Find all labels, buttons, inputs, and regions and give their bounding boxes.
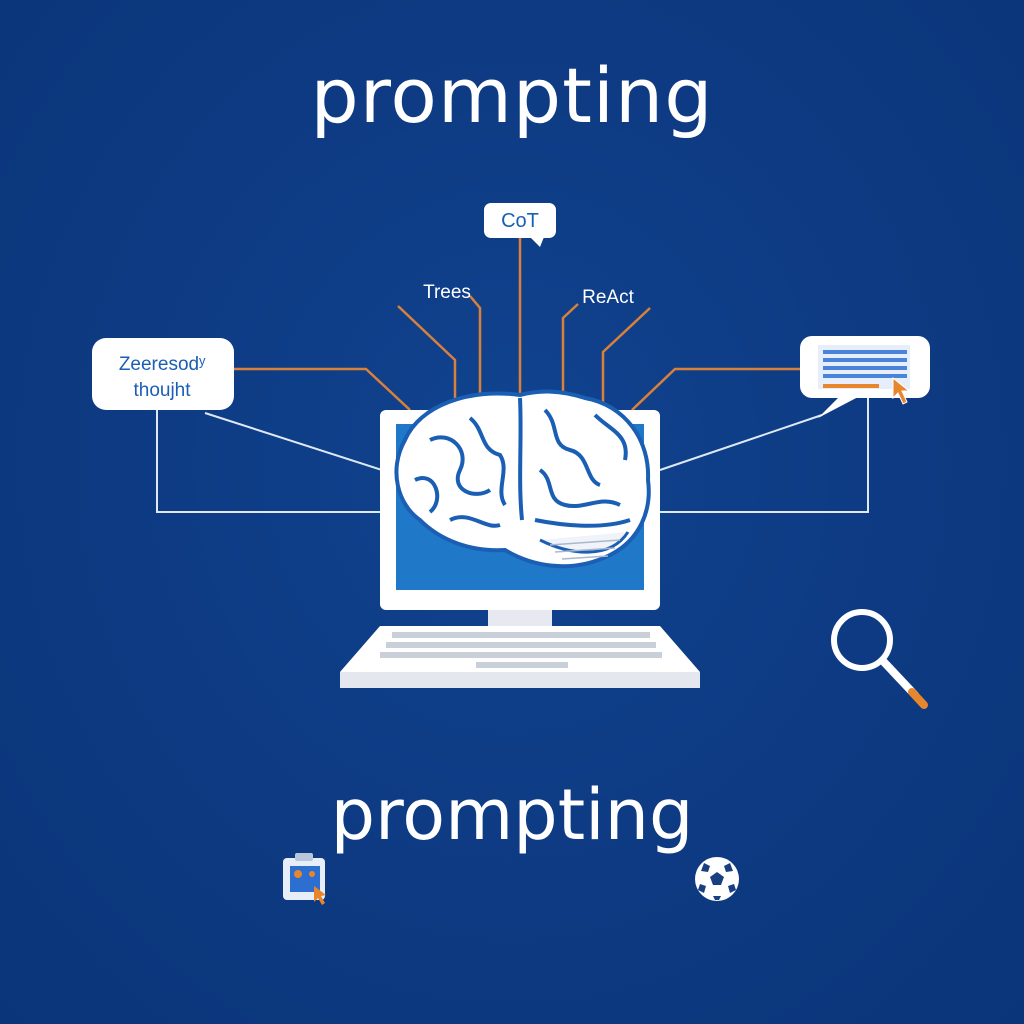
clipboard-icon <box>283 853 326 905</box>
react-label: ReAct <box>582 287 634 308</box>
right-document-bubble <box>800 336 930 418</box>
connector-left-bubble <box>233 369 410 410</box>
connector-trees-outer <box>398 306 455 398</box>
left-bubble-line2: thoujht <box>133 380 191 401</box>
soccer-ball-icon <box>695 857 739 901</box>
trees-label: Trees <box>423 282 471 303</box>
connector-trees <box>470 296 480 398</box>
monitor-stand <box>488 610 552 628</box>
connector-react-outer <box>603 308 650 406</box>
left-thought-bubble: Zeeresodʸ thoujht <box>92 338 234 410</box>
connector-right-bubble <box>632 369 800 410</box>
connector-left-lower <box>157 410 382 512</box>
connector-react <box>563 304 578 398</box>
connector-lines-orange <box>233 237 800 410</box>
magnifier-icon <box>834 612 924 705</box>
connector-right-lower <box>660 398 868 512</box>
connector-left-diagonal <box>205 413 382 470</box>
left-bubble-line1: Zeeresodʸ <box>119 354 206 375</box>
connector-right-diagonal <box>660 415 822 470</box>
bottom-title: prompting <box>0 780 1024 850</box>
keyboard-icon <box>340 626 700 688</box>
cot-label: CoT <box>501 210 539 232</box>
